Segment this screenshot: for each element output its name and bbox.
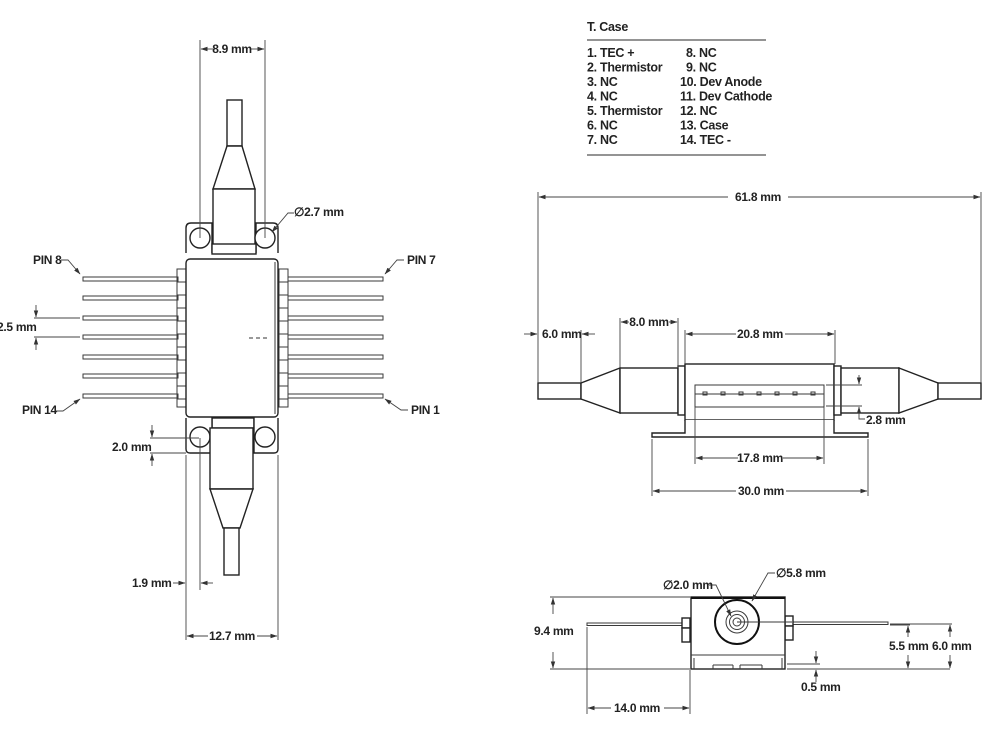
dim-overall-length: 61.8 mm: [735, 190, 781, 204]
left-fiber-taper: [580, 366, 621, 414]
right-fiber-boot: [840, 367, 900, 414]
top-fiber-collar: [211, 243, 257, 255]
left-fiber-tip: [537, 382, 582, 400]
right-pin-blocks: [278, 268, 289, 408]
end-left-pin: [586, 622, 690, 626]
package-body: [185, 258, 279, 418]
dim-pin-height-b: 6.0 mm: [932, 639, 972, 653]
pin-table-left-column: 1. TEC + 2. Thermistor 3. NC 4. NC 5. Th…: [587, 46, 663, 147]
pin-entry: 13. Case: [680, 119, 729, 133]
side-flange: [651, 420, 869, 438]
top-fiber-boot: [212, 188, 256, 252]
end-right-pin: [787, 621, 889, 625]
mounting-hole: [254, 426, 276, 448]
dim-flange-length: 30.0 mm: [738, 484, 784, 498]
pin-entry: 6. NC: [587, 119, 618, 133]
dim-hole-offset-y: 2.0 mm: [112, 440, 152, 454]
dim-standoff: 0.5 mm: [801, 680, 841, 694]
dim-pin-span: 17.8 mm: [737, 451, 783, 465]
dim-boot-length: 6.0 mm: [542, 327, 582, 341]
dim-boot-diameter: ∅5.8 mm: [776, 566, 826, 580]
top-view: 8.9 mm ∅2.7 mm PIN 8 PIN 7 PIN 14 PIN 1 …: [0, 40, 440, 643]
label-pin-8: PIN 8: [33, 253, 62, 267]
bottom-fiber-tip: [223, 527, 240, 576]
pin-entry: 11. Dev Cathode: [680, 90, 772, 104]
pin-entry: 1. TEC +: [587, 46, 634, 60]
pin-row: [694, 384, 825, 408]
dim-pin-height: 2.8 mm: [866, 413, 906, 427]
left-pins: [82, 276, 179, 399]
pin-entry: 10. Dev Anode: [680, 75, 762, 89]
label-pin-14: PIN 14: [22, 403, 58, 417]
pin-table-right-column: 8. NC 9. NC 10. Dev Anode 11. Dev Cathod…: [680, 46, 773, 147]
pin-entry: 8. NC: [686, 46, 717, 60]
bottom-fiber-collar: [211, 417, 255, 429]
label-pin-7: PIN 7: [407, 253, 436, 267]
label-pin-1: PIN 1: [411, 403, 440, 417]
pin-table-header: T. Case: [587, 20, 628, 34]
pin-entry: 7. NC: [587, 133, 618, 147]
right-pins: [287, 276, 384, 399]
top-fiber-taper: [212, 145, 256, 190]
dim-end-height: 9.4 mm: [534, 624, 574, 638]
pin-entry: 4. NC: [587, 90, 618, 104]
top-fiber-tip: [226, 99, 243, 147]
dim-tail-length: 8.0 mm: [629, 315, 669, 329]
dim-overall-width: 12.7 mm: [209, 629, 255, 643]
pin-entry: 14. TEC -: [680, 133, 731, 147]
bottom-fiber-boot: [209, 427, 254, 490]
dim-fiber-diameter: ∅2.0 mm: [663, 578, 713, 592]
pin-table: T. Case 1. TEC + 2. Thermistor 3. NC 4. …: [587, 20, 773, 156]
right-fiber-taper: [898, 366, 939, 414]
dim-pin-height-a: 5.5 mm: [889, 639, 929, 653]
pin-entry: 12. NC: [680, 104, 717, 118]
pin-entry: 3. NC: [587, 75, 618, 89]
bottom-fiber-taper: [209, 488, 254, 529]
dim-hole-spacing: 8.9 mm: [212, 42, 252, 56]
dim-body-length: 20.8 mm: [737, 327, 783, 341]
pin-entry: 9. NC: [686, 61, 717, 75]
pin-stubs: [702, 391, 816, 396]
side-view: 61.8 mm 6.0 mm 8.0 mm 20.8 mm 2.8 mm 17.…: [524, 190, 982, 498]
right-fiber-tip: [937, 382, 982, 400]
pin-entry: 5. Thermistor: [587, 104, 663, 118]
dim-pin-pitch: 2.5 mm: [0, 320, 37, 334]
dim-hole-diameter: ∅2.7 mm: [294, 205, 344, 219]
dim-pin-length: 14.0 mm: [614, 701, 660, 715]
dim-hole-offset-x: 1.9 mm: [132, 576, 172, 590]
pin-entry: 2. Thermistor: [587, 61, 663, 75]
left-fiber-boot: [619, 367, 679, 414]
end-view: ∅2.0 mm ∅5.8 mm 9.4 mm 14.0 mm 0.5 mm 5.…: [534, 566, 972, 715]
